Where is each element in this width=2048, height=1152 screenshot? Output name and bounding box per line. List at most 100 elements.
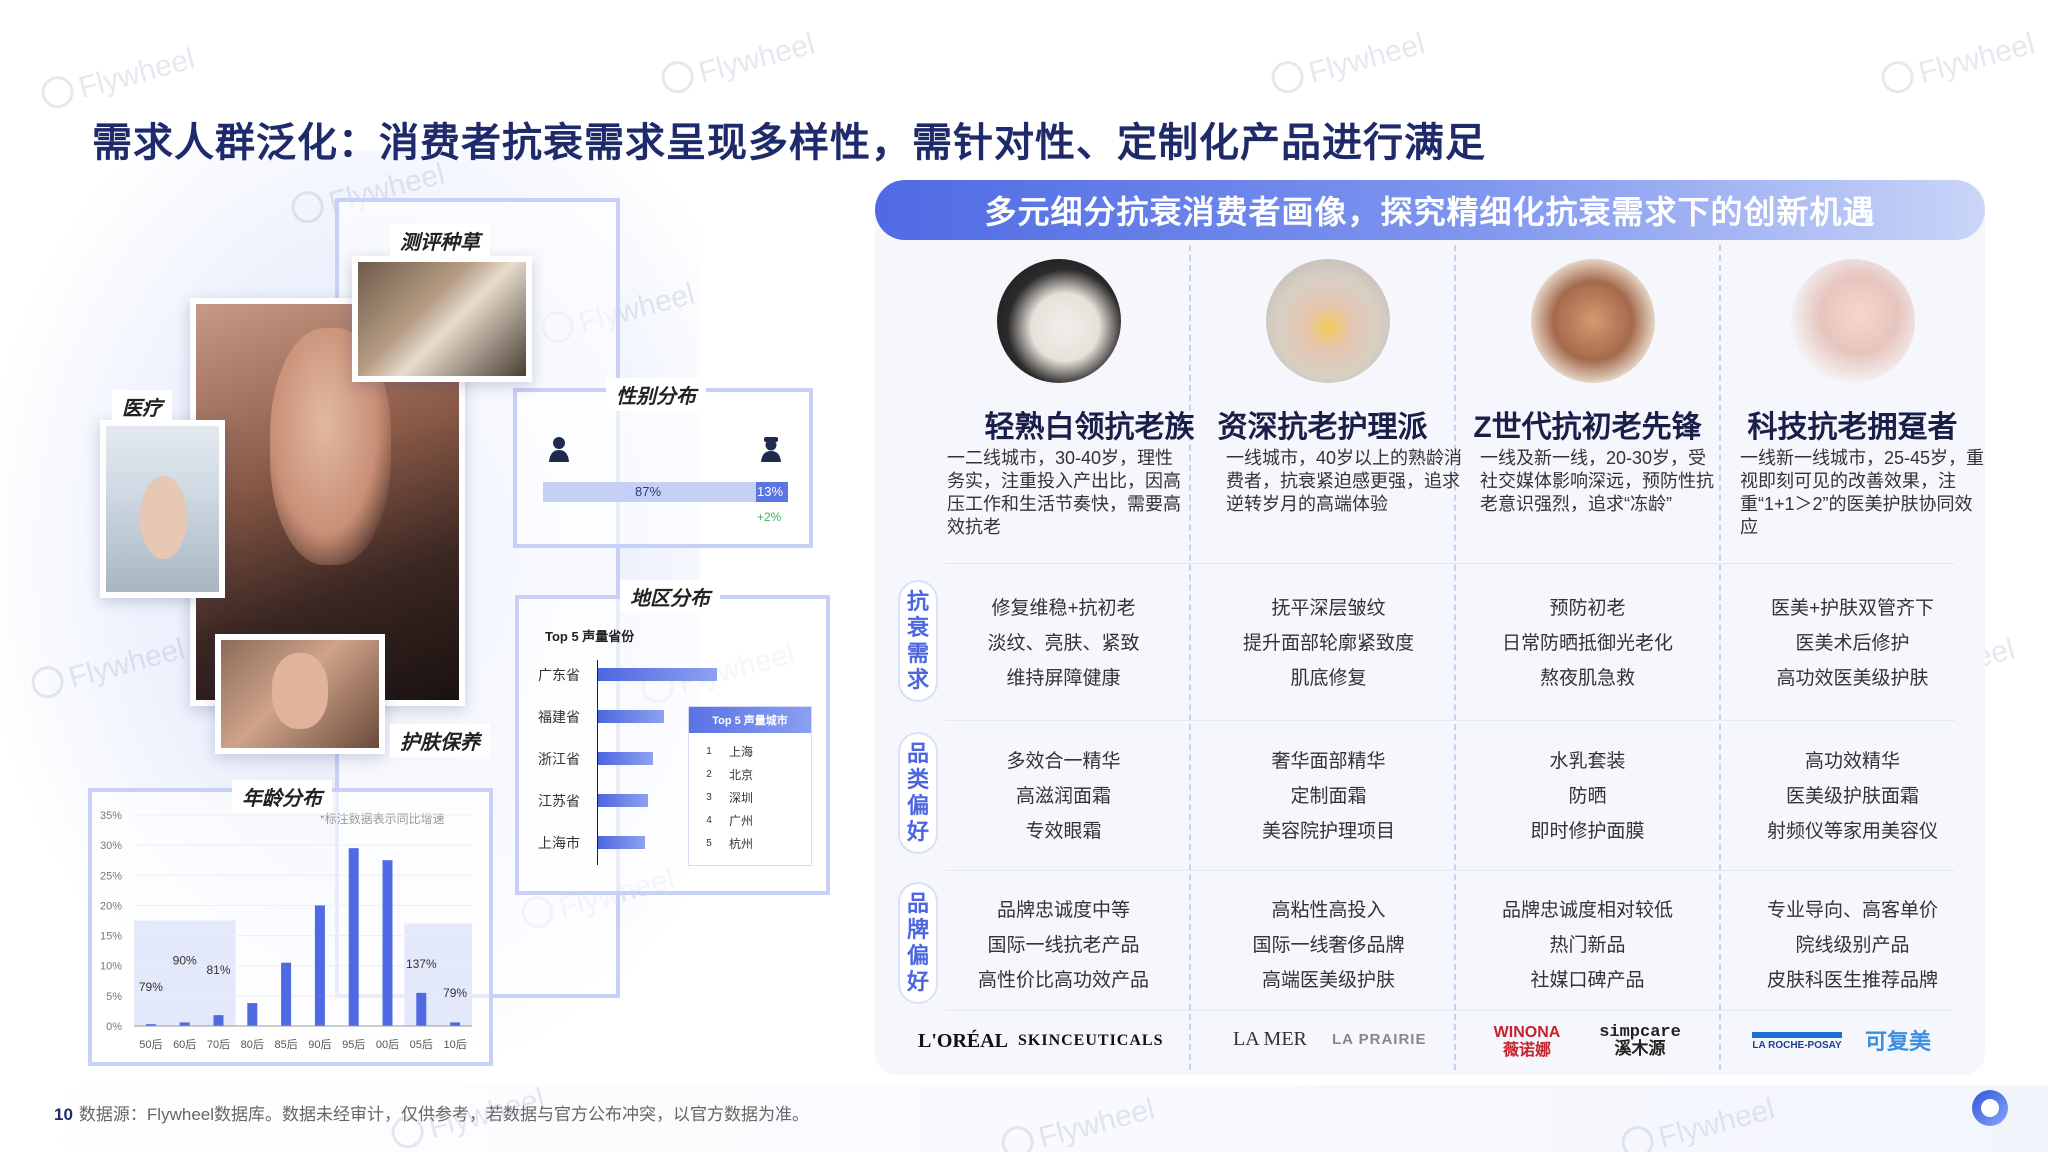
y-tick-label: 15%	[100, 931, 122, 943]
tag-gender: 性别分布	[606, 378, 706, 411]
province-axis	[597, 660, 598, 865]
category-cell: 高功效精华医美级护肤面霜射频仪等家用美容仪	[1766, 751, 1938, 842]
brand-loreal-logo: L'ORÉAL	[918, 1030, 1009, 1052]
province-label: 福建省	[538, 709, 580, 725]
persona-image-white-collar	[997, 259, 1121, 383]
persona-name: 轻熟白领抗老族	[984, 411, 1195, 444]
age-bar	[145, 1024, 156, 1026]
growth-annotation: 81%	[206, 963, 230, 977]
province-label: 江苏省	[538, 793, 580, 809]
tag-medical: 医疗	[112, 390, 172, 423]
age-bar	[314, 905, 325, 1026]
female-share-bar	[543, 482, 757, 502]
brand-kefumei-logo: 可复美	[1865, 1029, 1932, 1054]
needs-cell: 医美+护肤双管齐下医美术后修护高功效医美级护肤	[1770, 598, 1935, 689]
medical-treatment-image	[100, 420, 225, 598]
tag-age: 年龄分布	[232, 780, 332, 813]
female-icon	[549, 437, 569, 462]
female-pct: 87%	[635, 484, 662, 499]
watermark: Flywheel	[1878, 25, 2038, 100]
x-tick-label: 00后	[376, 1038, 399, 1051]
age-bar	[348, 848, 359, 1026]
brand-skinceuticals-logo: SKINCEUTICALS	[1018, 1032, 1164, 1049]
watermark: Flywheel	[658, 25, 818, 100]
male-icon	[761, 437, 781, 462]
growth-annotation: 90%	[173, 954, 197, 968]
highlight-region	[134, 920, 236, 1026]
watermark: Flywheel	[38, 40, 198, 115]
growth-annotation: 79%	[443, 986, 467, 1000]
x-tick-label: 80后	[241, 1038, 264, 1051]
row-divider	[945, 1010, 1955, 1011]
brand-larocheposay-logo: LA ROCHE-POSAY	[1752, 1032, 1842, 1052]
brand-simpcare-logo: simpcare 溪木源	[1599, 1023, 1681, 1060]
y-tick-label: 35%	[100, 810, 122, 822]
provinces-title: Top 5 声量省份	[545, 629, 635, 644]
y-tick-label: 30%	[100, 840, 122, 852]
tag-region: 地区分布	[620, 580, 720, 613]
persona-desc: 一线新一线城市，25-45岁，重视即刻可见的改善效果，注重“1+1＞2”的医美护…	[1740, 448, 1985, 537]
y-tick-label: 5%	[106, 991, 122, 1003]
tag-review: 测评种草	[390, 224, 490, 257]
x-tick-label: 05后	[410, 1038, 433, 1051]
age-bar	[382, 860, 393, 1026]
persona-image-genz	[1531, 259, 1655, 383]
province-bar	[598, 836, 645, 849]
row-divider	[945, 870, 1955, 871]
growth-annotation: 137%	[406, 957, 437, 971]
male-pct: 13%	[757, 484, 784, 499]
persona-desc: 一线城市，40岁以上的熟龄消费者，抗衰紧迫感更强，追求逆转岁月的高端体验	[1226, 448, 1463, 514]
category-cell: 多效合一精华高滋润面霜专效眼霜	[1006, 751, 1121, 842]
brand-pref-cell: 品牌忠诚度中等国际一线抗老产品高性价比高功效产品	[977, 900, 1149, 991]
y-tick-label: 0%	[106, 1021, 122, 1033]
row-label-needs: 抗衰需求	[898, 580, 938, 702]
brand-winona-logo: WINONA 薇诺娜	[1493, 1024, 1561, 1059]
x-tick-label: 60后	[173, 1038, 196, 1051]
age-bar	[416, 992, 427, 1026]
brand-lamer-logo: LA MER	[1233, 1028, 1307, 1050]
persona-name: 资深抗老护理派	[1217, 411, 1428, 444]
review-products-image	[352, 256, 532, 382]
row-label-category: 品类偏好	[898, 732, 938, 854]
row-label-brand: 品牌偏好	[898, 882, 938, 1004]
age-bar	[247, 1003, 258, 1026]
row-divider	[945, 720, 1955, 721]
persona-image-mature	[1266, 259, 1390, 383]
province-bar	[598, 794, 648, 807]
x-tick-label: 95后	[342, 1038, 365, 1051]
row-divider	[945, 563, 1955, 564]
province-bar	[598, 752, 654, 765]
brand-laprairie-logo: LA PRAIRIE	[1332, 1031, 1427, 1048]
age-bar	[179, 1022, 190, 1026]
flywheel-logo-icon	[1972, 1090, 2008, 1126]
column-divider	[1189, 245, 1191, 1070]
y-tick-label: 20%	[100, 900, 122, 912]
needs-cell: 预防初老日常防晒抵御光老化熬夜肌急救	[1501, 598, 1673, 689]
gender-bar	[543, 482, 788, 502]
persona-desc: 一二线城市，30-40岁，理性务实，注重投入产出比，因高压工作和生活节奏快，需要…	[947, 448, 1181, 537]
footer-source: 数据源：Flywheel数据库。数据未经审计，仅供参考，若数据与官方公布冲突，以…	[78, 1105, 809, 1124]
page-number: 10	[54, 1105, 73, 1124]
y-tick-label: 25%	[100, 870, 122, 882]
footer: 10 数据源：Flywheel数据库。数据未经审计，仅供参考，若数据与官方公布冲突…	[54, 1100, 809, 1125]
province-bar	[598, 710, 665, 723]
growth-annotation: 79%	[139, 980, 163, 994]
x-tick-label: 10后	[443, 1038, 466, 1051]
persona-name: Z世代抗初老先锋	[1473, 411, 1702, 444]
category-cell: 水乳套装防晒即时修护面膜	[1530, 751, 1645, 842]
age-bar	[281, 962, 292, 1026]
persona-header: 多元细分抗衰消费者画像，探究精细化抗衰需求下的创新机遇	[875, 180, 1985, 240]
category-cell: 奢华面部精华定制面霜美容院护理项目	[1261, 751, 1395, 842]
needs-cell: 抚平深层皱纹提升面部轮廓紧致度肌底修复	[1242, 598, 1414, 689]
persona-name: 科技抗老拥趸者	[1747, 411, 1958, 444]
brand-pref-cell: 高粘性高投入国际一线奢侈品牌高端医美级护肤	[1252, 900, 1405, 991]
x-tick-label: 90后	[308, 1038, 331, 1051]
page-title: 需求人群泛化：消费者抗衰需求呈现多样性，需针对性、定制化产品进行满足	[92, 121, 1486, 165]
